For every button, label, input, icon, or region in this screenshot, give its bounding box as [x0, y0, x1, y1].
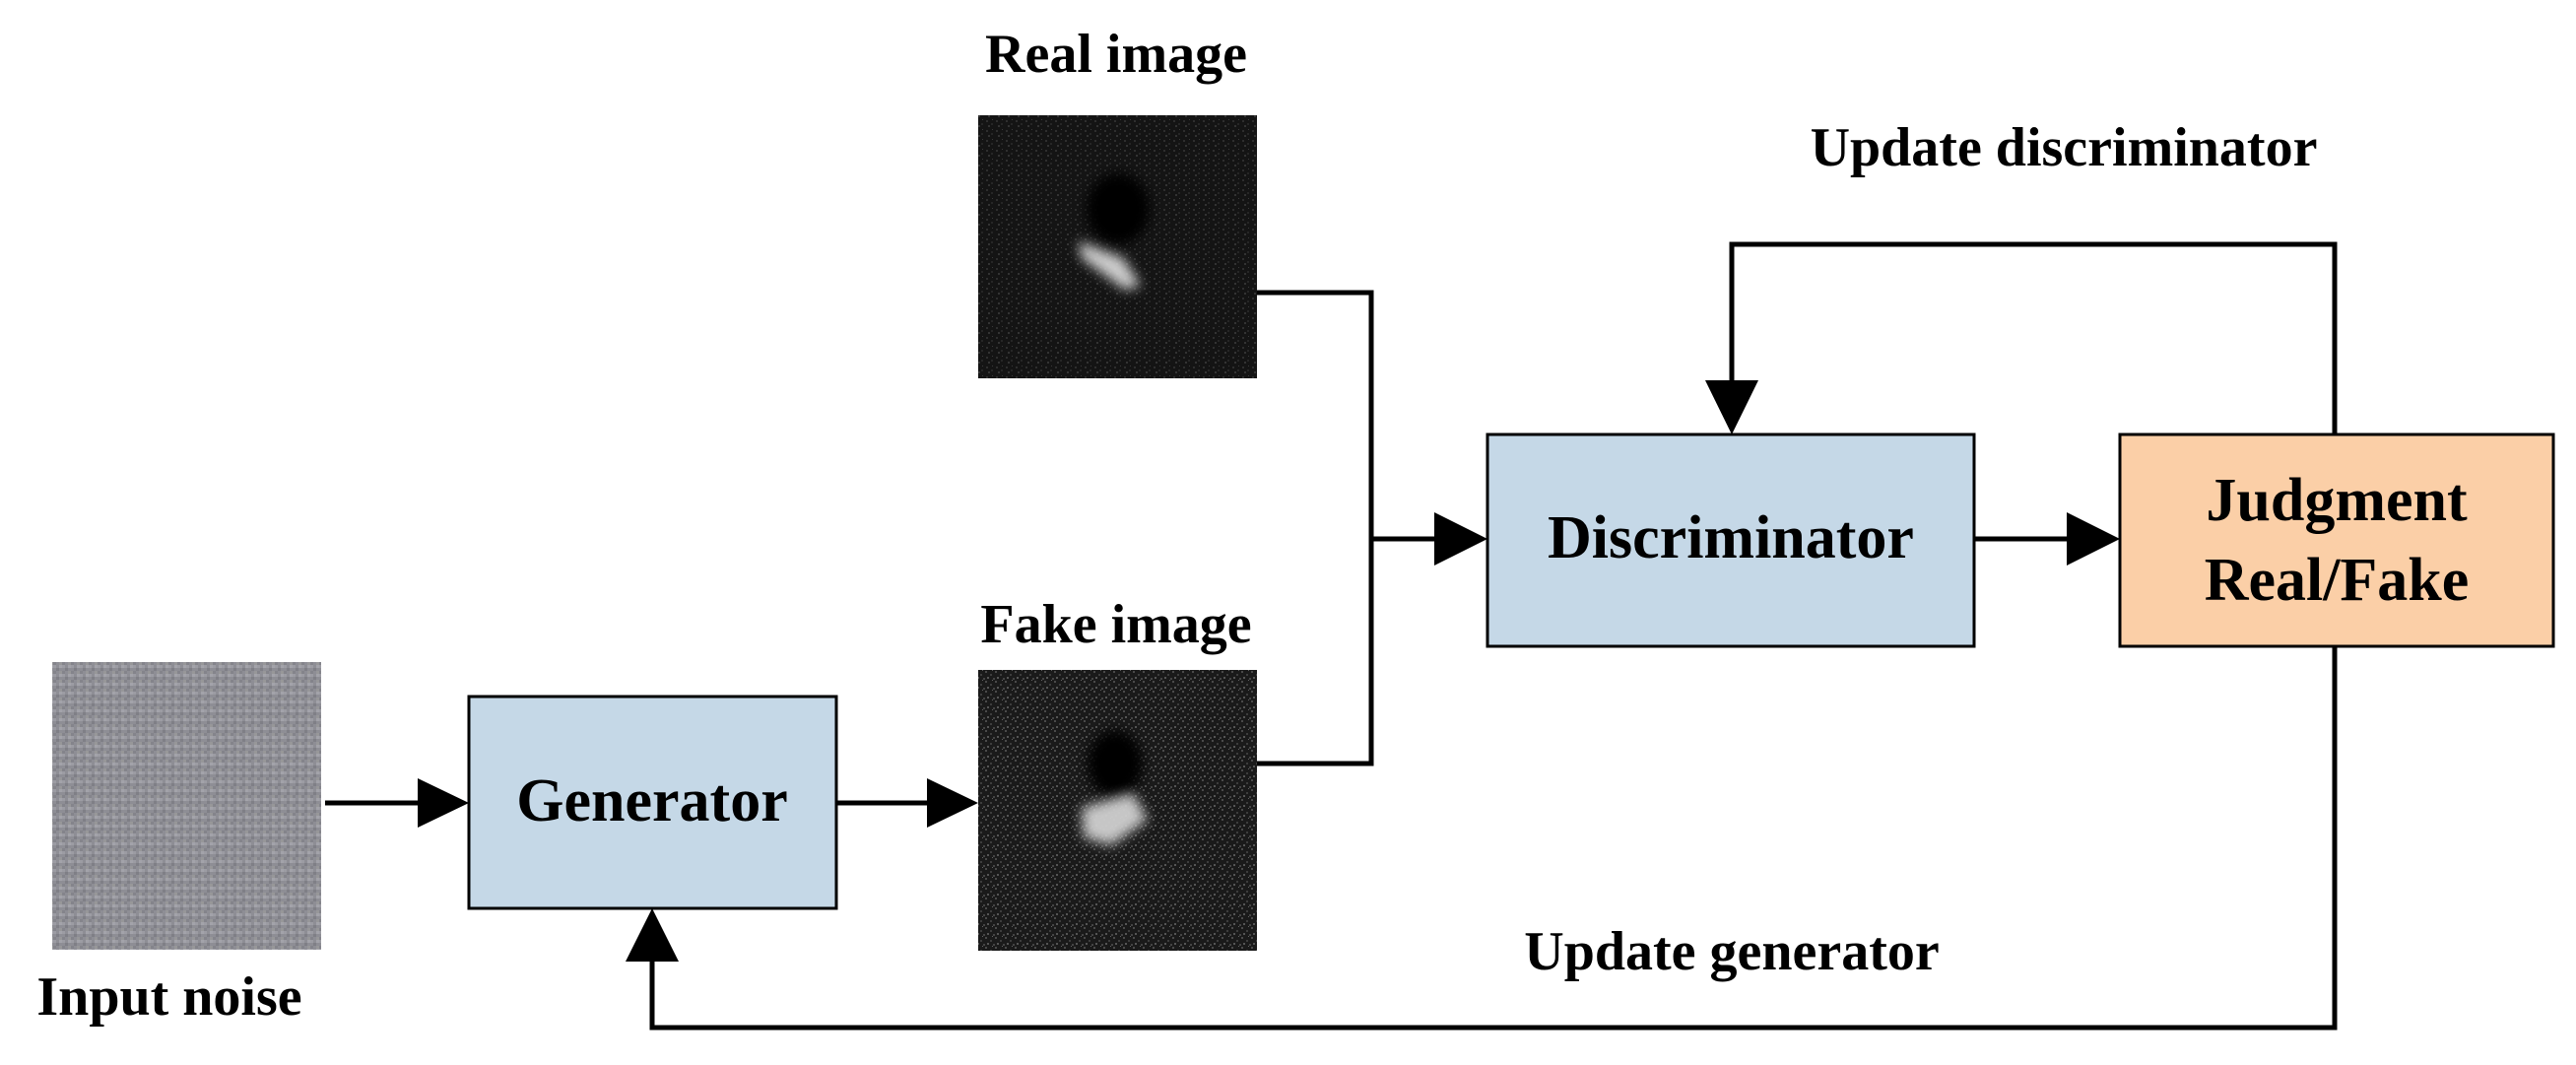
arrow-down-into-discriminator: [1705, 380, 1758, 434]
arrow-up-into-generator: [626, 908, 679, 962]
update-discriminator-label: Update discriminator: [1811, 117, 2318, 178]
real-image-tile: [978, 115, 1257, 378]
connectors: [325, 241, 2338, 1031]
fake-image-bright-streak: [1082, 793, 1148, 845]
fake-image-dark-blob: [1088, 730, 1143, 797]
fake-image-line: [1257, 539, 1374, 766]
real-image-label: Real image: [985, 24, 1247, 85]
arrowheads: [418, 380, 2120, 962]
arrow-into-fake-image: [927, 778, 978, 828]
fake-image-tile: [978, 670, 1257, 951]
real-image-bright-streak: [1079, 241, 1141, 290]
discriminator-box: [1486, 433, 1976, 648]
arrow-into-judgment: [2067, 512, 2120, 566]
real-image-dark-blob: [1087, 173, 1150, 244]
discriminator-label: Discriminator: [1548, 504, 1914, 571]
fake-image-label: Fake image: [980, 594, 1251, 655]
update-generator-loop: [649, 646, 2338, 1031]
judgment-label-line2: Real/Fake: [2205, 547, 2470, 614]
generator-label: Generator: [516, 767, 787, 834]
input-noise-label: Input noise: [36, 966, 301, 1028]
update-generator-label: Update generator: [1524, 921, 1939, 982]
generator-box: [467, 695, 838, 910]
judgment-label-line1: Judgment: [2206, 467, 2468, 534]
real-image-line: [1257, 290, 1374, 539]
judgment-box: [2118, 433, 2555, 648]
input-noise-tile: [52, 662, 321, 950]
arrow-into-discriminator: [1434, 512, 1487, 566]
arrow-into-generator: [418, 778, 469, 828]
update-discriminator-loop: [1729, 241, 2338, 434]
